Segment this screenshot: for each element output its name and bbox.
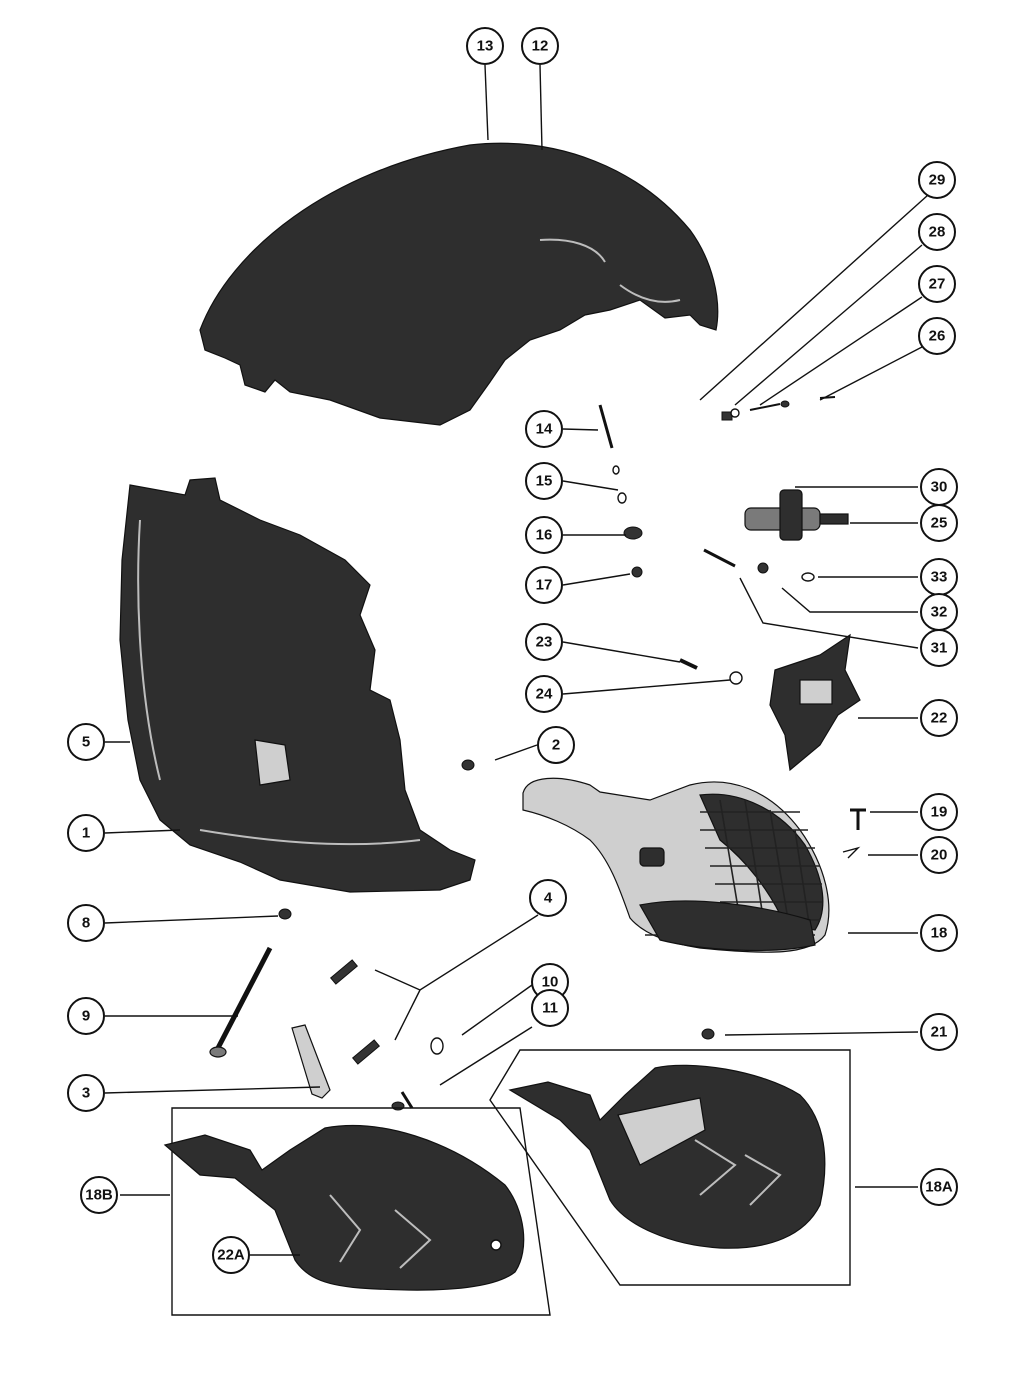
- callout-label: 15: [536, 473, 553, 490]
- callout-21: 21: [920, 1013, 958, 1051]
- callout-label: 9: [82, 1008, 90, 1025]
- callout-12: 12: [521, 27, 559, 65]
- callout-25: 25: [920, 504, 958, 542]
- callout-label: 32: [931, 604, 948, 621]
- callout-label: 4: [544, 890, 553, 907]
- callout-18b: 18B: [80, 1176, 118, 1214]
- inset-18a: [489, 1049, 851, 1286]
- callout-13: 13: [466, 27, 504, 65]
- callout-15: 15: [525, 462, 563, 500]
- callout-17: 17: [525, 566, 563, 604]
- callout-label: 23: [536, 634, 553, 651]
- callout-label: 26: [929, 328, 946, 345]
- callout-11: 11: [531, 989, 569, 1027]
- callout-4: 4: [529, 879, 567, 917]
- callout-29: 29: [918, 161, 956, 199]
- callout-22: 22: [920, 699, 958, 737]
- callout-22a: 22A: [212, 1236, 250, 1274]
- callout-28: 28: [918, 213, 956, 251]
- callout-label: 8: [82, 915, 90, 932]
- callout-label: 16: [536, 527, 553, 544]
- callout-label: 3: [82, 1085, 90, 1102]
- callout-label: 31: [931, 640, 948, 657]
- callout-label: 14: [536, 421, 553, 438]
- callout-10: 10: [531, 963, 569, 1001]
- callout-label: 27: [929, 276, 946, 293]
- callout-label: 19: [931, 804, 948, 821]
- callout-label: 17: [536, 577, 553, 594]
- callout-label: 24: [536, 686, 553, 703]
- callout-label: 18: [931, 925, 948, 942]
- callout-label: 21: [931, 1024, 948, 1041]
- callout-18: 18: [920, 914, 958, 952]
- callout-label: 18B: [85, 1187, 113, 1204]
- callout-label: 22: [931, 710, 948, 727]
- small-hardware: [278, 396, 866, 1111]
- callout-label: 28: [929, 224, 946, 241]
- callout-label: 29: [929, 172, 946, 189]
- callout-16: 16: [525, 516, 563, 554]
- top-cowl-part: [199, 142, 719, 426]
- side-strip-part: [291, 1024, 331, 1099]
- callout-label: 5: [82, 734, 90, 751]
- callout-label: 10: [542, 974, 559, 991]
- callout-32: 32: [920, 593, 958, 631]
- callout-30: 30: [920, 468, 958, 506]
- long-bolt-part: [209, 946, 273, 1058]
- inset-18b: [163, 1107, 551, 1316]
- callout-1: 1: [67, 814, 105, 852]
- callout-19: 19: [920, 793, 958, 831]
- callout-label: 22A: [217, 1247, 245, 1264]
- callout-label: 1: [82, 825, 90, 842]
- callout-label: 33: [931, 569, 948, 586]
- callout-label: 11: [542, 1000, 558, 1017]
- callout-label: 2: [552, 737, 560, 754]
- left-side-pan-part: [119, 477, 476, 893]
- callout-label: 12: [532, 38, 549, 55]
- callout-label: 20: [931, 847, 948, 864]
- callout-label: 18A: [925, 1179, 953, 1196]
- callout-label: 13: [477, 38, 494, 55]
- callout-26: 26: [918, 317, 956, 355]
- callout-2: 2: [537, 726, 575, 764]
- callout-18a: 18A: [920, 1168, 958, 1206]
- callout-9: 9: [67, 997, 105, 1035]
- callout-31: 31: [920, 629, 958, 667]
- callout-20: 20: [920, 836, 958, 874]
- callout-8: 8: [67, 904, 105, 942]
- rear-cover-part: [522, 777, 830, 953]
- leader-lines: [104, 64, 929, 1256]
- callout-label: 30: [931, 479, 948, 496]
- callout-23: 23: [525, 623, 563, 661]
- callout-5: 5: [67, 723, 105, 761]
- callout-label: 25: [931, 515, 948, 532]
- emblem-badge-part: [769, 633, 861, 772]
- callout-3: 3: [67, 1074, 105, 1112]
- callout-14: 14: [525, 410, 563, 448]
- callout-24: 24: [525, 675, 563, 713]
- callout-33: 33: [920, 558, 958, 596]
- callout-27: 27: [918, 265, 956, 303]
- switch-assembly-part: [744, 489, 849, 541]
